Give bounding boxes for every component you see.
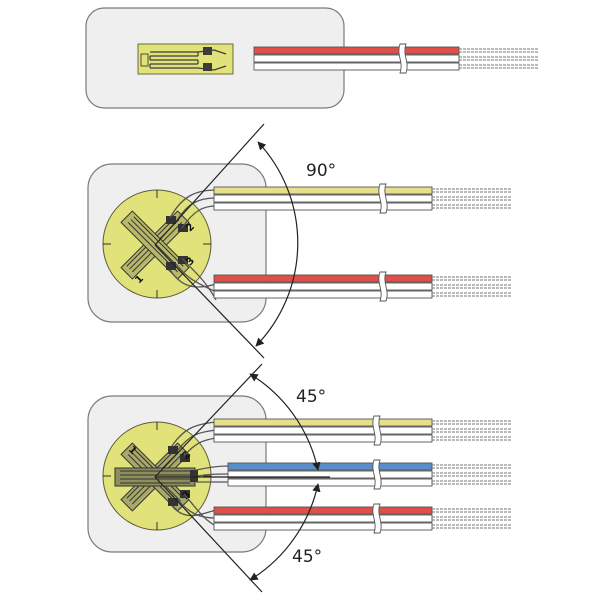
insulated-wire <box>213 202 433 211</box>
stranded-wire-end <box>432 284 512 289</box>
angle-indicator-45 <box>154 363 330 593</box>
stranded-wire-end <box>432 196 512 201</box>
rosette-90-diagram: 1 2 3 90° <box>87 123 512 359</box>
angle-indicator-90 <box>154 123 299 359</box>
rosette-45-diagram: 1 2 3 45° 45° <box>87 363 512 593</box>
stranded-wire-end <box>459 64 539 69</box>
cable-break-mark <box>398 43 408 74</box>
insulated-wire <box>213 522 433 531</box>
stranded-wire-end <box>432 524 512 529</box>
insulated-wire <box>213 290 433 299</box>
gauge-foil <box>137 43 234 75</box>
stranded-wire-end <box>432 516 512 521</box>
color-coded-wire <box>227 462 433 471</box>
insulated-wire <box>213 282 433 291</box>
angle-label-90: 90° <box>306 161 336 181</box>
cable-group <box>213 415 512 534</box>
color-coded-wire <box>213 274 433 283</box>
stranded-wire-end <box>432 428 512 433</box>
angle-label-45-bottom: 45° <box>292 547 322 567</box>
insulated-wire <box>213 426 433 435</box>
insulated-wire <box>227 470 433 479</box>
stranded-wire-end <box>459 56 539 61</box>
stranded-wire-end <box>432 204 512 209</box>
angle-label-45-top: 45° <box>296 387 326 407</box>
stranded-wire-end <box>432 420 512 425</box>
stranded-wire-end <box>432 480 512 485</box>
cable-break-mark <box>378 271 388 302</box>
cable-group <box>213 183 512 302</box>
single-gauge-diagram <box>85 7 539 109</box>
insulated-wire <box>213 514 433 523</box>
insulated-wire <box>253 62 460 71</box>
lead-wires <box>169 189 217 301</box>
cable-break-mark <box>372 459 382 490</box>
cable-break-mark <box>378 183 388 214</box>
orientation-marks <box>103 422 211 530</box>
insulated-wire <box>253 54 460 63</box>
stranded-wire-end <box>432 472 512 477</box>
stranded-wire-end <box>432 436 512 441</box>
orientation-marks <box>103 190 211 298</box>
stranded-wire-end <box>432 508 512 513</box>
stranded-wire-end <box>432 464 512 469</box>
stranded-wire-end <box>459 48 539 53</box>
stranded-wire-end <box>432 292 512 297</box>
color-coded-wire <box>253 46 460 55</box>
stranded-wire-end <box>432 276 512 281</box>
cable-break-mark <box>372 503 382 534</box>
color-coded-wire <box>213 506 433 515</box>
insulated-wire <box>213 434 433 443</box>
cable-break-mark <box>372 415 382 446</box>
insulated-wire <box>227 478 433 487</box>
stranded-wire-end <box>432 188 512 193</box>
insulated-wire <box>213 194 433 203</box>
cable-group <box>253 43 539 74</box>
color-coded-wire <box>213 418 433 427</box>
color-coded-wire <box>213 186 433 195</box>
